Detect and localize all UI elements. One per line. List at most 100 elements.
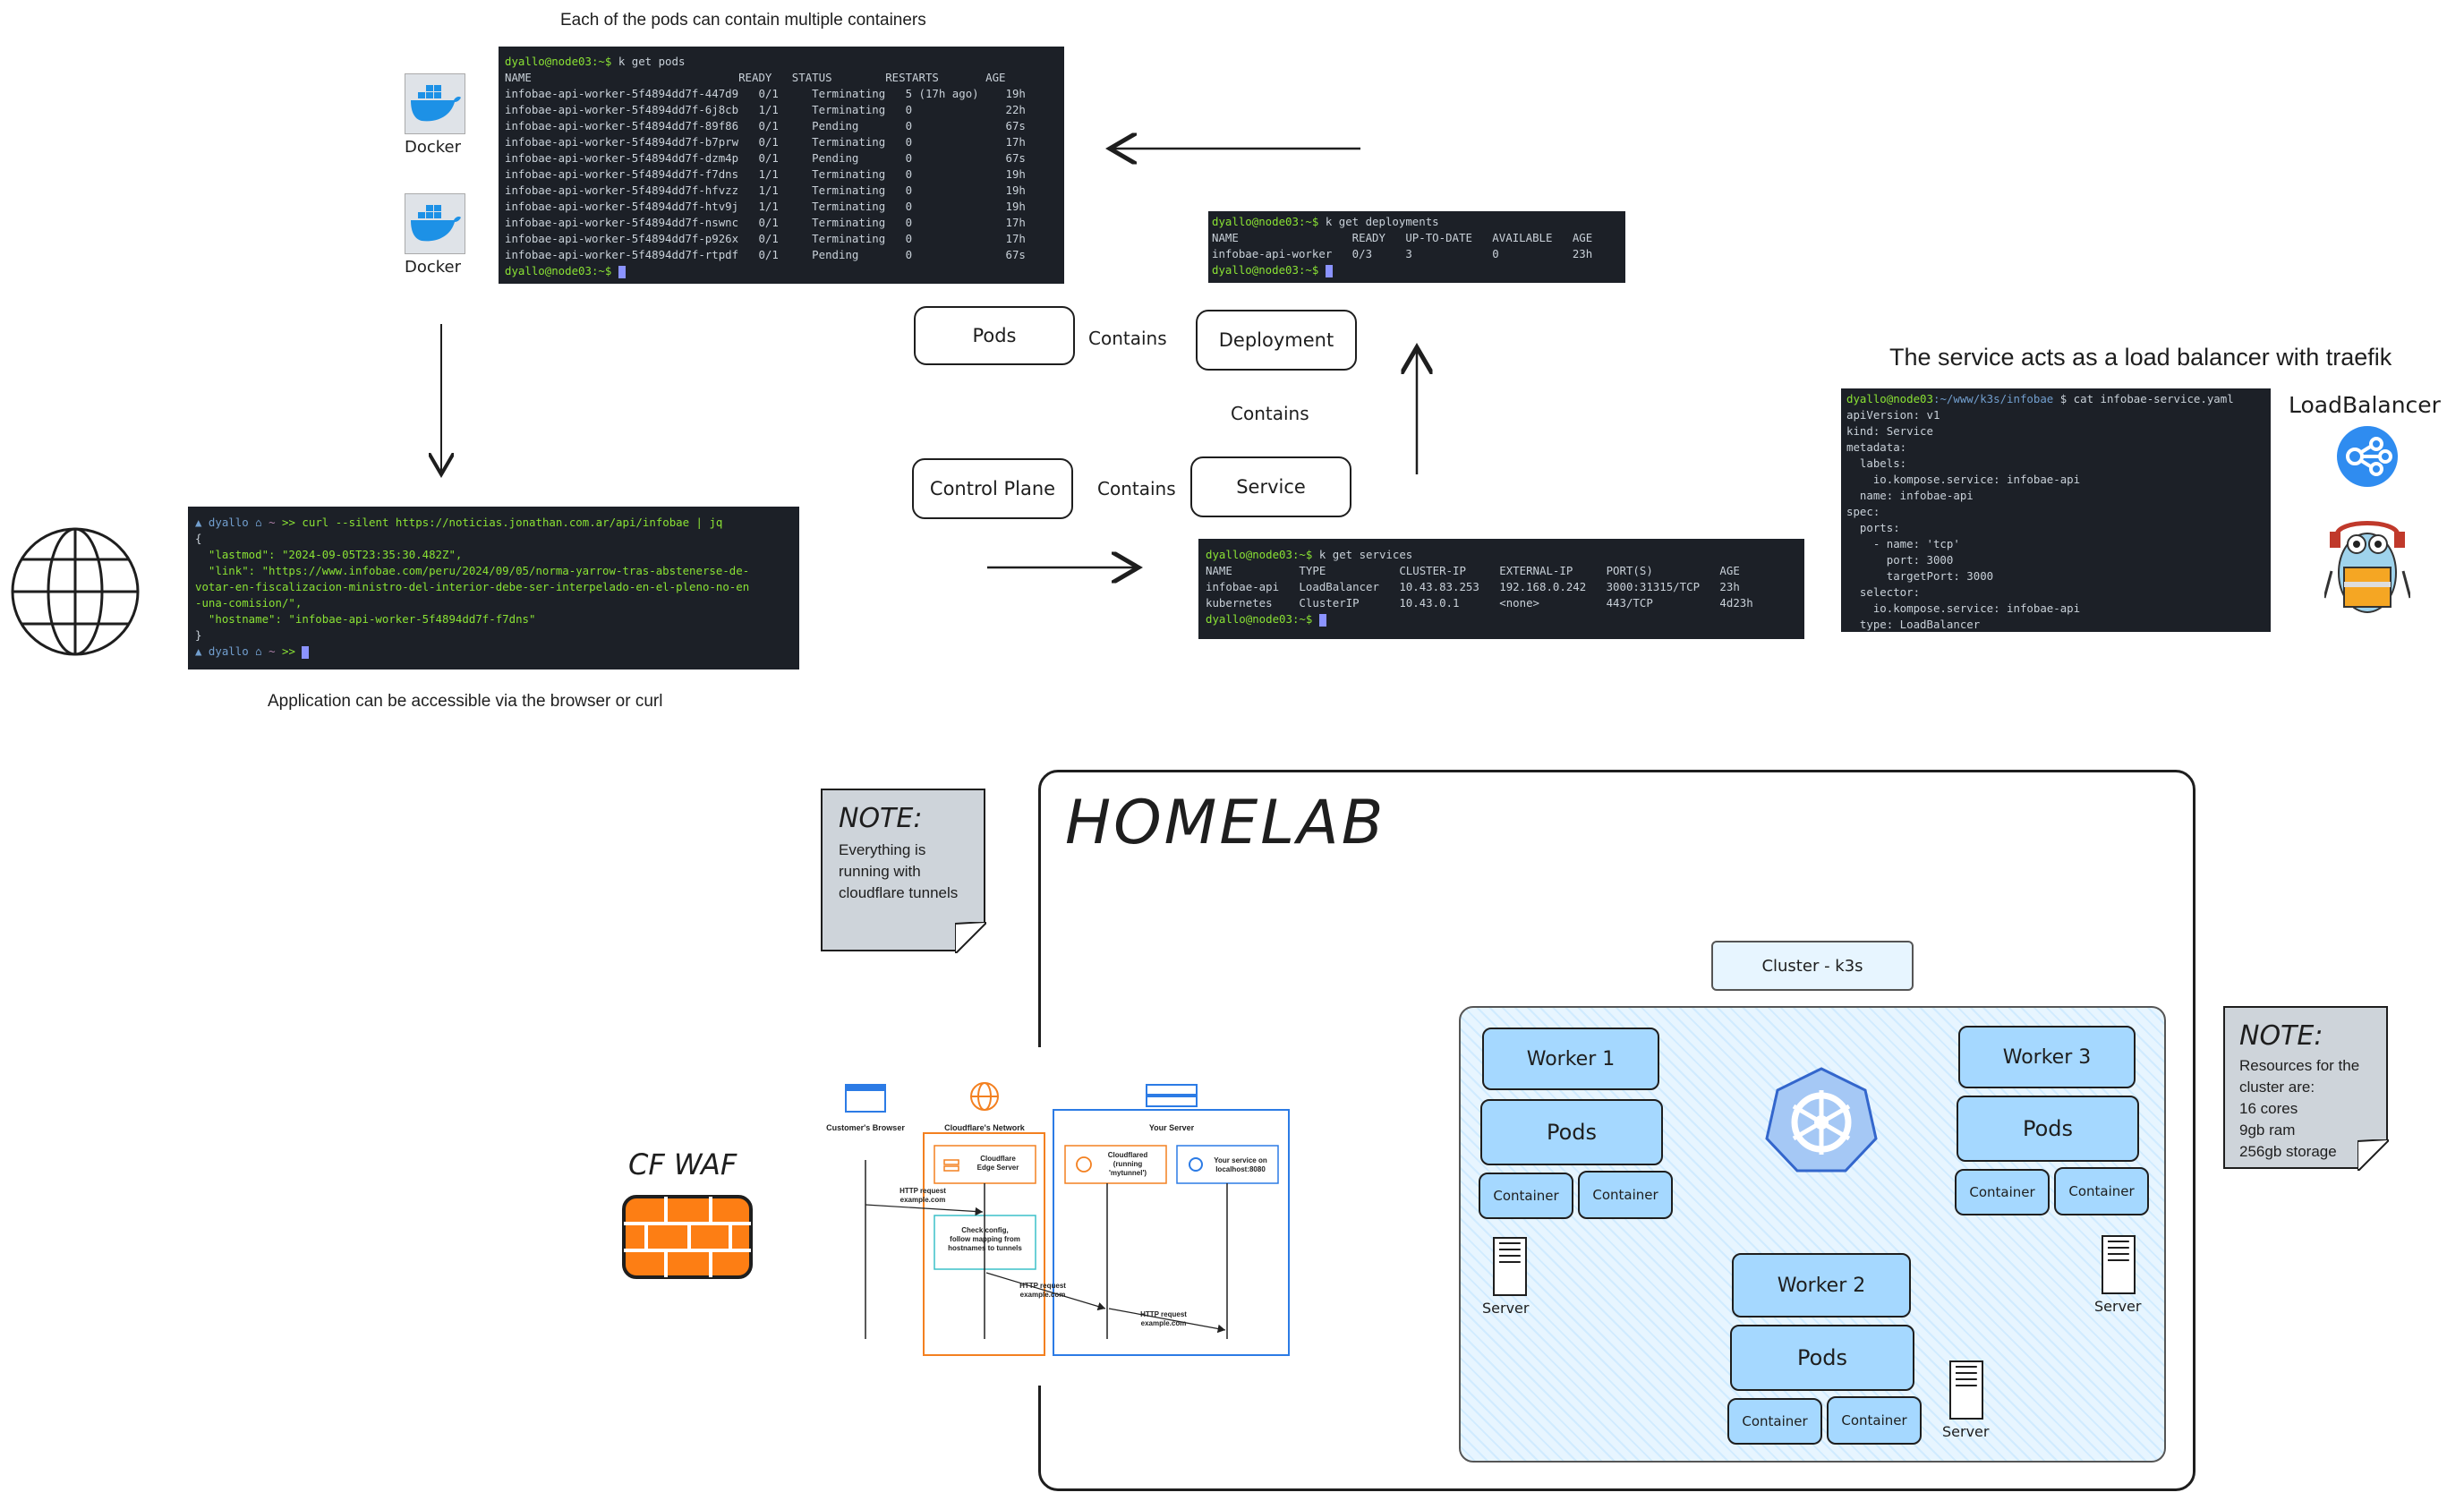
json-line: "lastmod": "2024-09-05T23:35:30.482Z", [195,548,463,561]
contains-label: Contains [1231,403,1309,424]
pods-caption: Each of the pods can contain multiple co… [560,11,926,30]
terminal-user: dyallo [208,644,249,658]
container-label: Container [1841,1412,1907,1429]
terminal-row: infobae-api-worker-5f4894dd7f-89f86 0/1 … [505,119,1026,132]
yaml-line: apiVersion: v1 [1846,408,1940,422]
yaml-line: io.kompose.service: infobae-api [1846,473,2081,486]
yaml-line: port: 3000 [1846,553,1954,567]
worker-2-box: Worker 2 [1732,1253,1911,1318]
terminal-command: k get pods [611,55,686,68]
terminal-arch-icon: ▲ [195,644,209,658]
container-box: Container [1578,1171,1673,1219]
control-plane-label: Control Plane [929,478,1056,499]
home-icon: ⌂ [255,644,262,658]
container-box: Container [1727,1398,1822,1445]
pods-box: Pods [1480,1099,1663,1165]
your-server-label: Your Server [1148,1123,1195,1132]
docker-logo-1 [405,73,465,134]
pods-label: Pods [1546,1120,1598,1145]
container-box: Container [1827,1396,1922,1445]
deployment-label: Deployment [1218,329,1334,351]
control-plane-box: Control Plane [912,458,1073,519]
yaml-line: labels: [1846,456,1907,470]
contains-label: Contains [1088,328,1167,349]
container-label: Container [1969,1184,2035,1200]
json-line: } [195,628,202,642]
container-label: Container [2068,1183,2135,1199]
terminal-row: kubernetes ClusterIP 10.43.0.1 <none> 44… [1206,596,1753,610]
terminal-cursor [1318,613,1326,627]
server-label: Server [1942,1423,1990,1440]
worker-1-box: Worker 1 [1482,1028,1659,1090]
terminal-row: infobae-api-worker-5f4894dd7f-htv9j 1/1 … [505,200,1026,213]
worker-3-box: Worker 3 [1958,1026,2136,1088]
container-label: Container [1592,1187,1658,1203]
yaml-line: kind: Service [1846,424,1933,438]
terminal-header: NAME READY STATUS RESTARTS AGE [505,71,1006,84]
json-line: { [195,532,202,545]
terminal-command: curl --silent https://noticias.jonathan.… [302,516,723,529]
your-service-label: Your service on localhost:8080 [1214,1156,1267,1173]
pods-box: Pods [914,306,1075,365]
container-box: Container [1955,1169,2050,1215]
cluster-label: Cluster - k3s [1761,956,1863,976]
server-icon [1949,1360,1983,1420]
json-line: "link": "https://www.infobae.com/peru/20… [195,564,750,577]
terminal-arrows: >> [282,644,295,658]
service-label: Service [1236,476,1306,498]
cf-waf-label: CF WAF [628,1147,737,1181]
docker-logo-2 [405,193,465,254]
cluster-label-box: Cluster - k3s [1711,941,1914,991]
yaml-line: io.kompose.service: infobae-api [1846,601,2081,615]
terminal-path: :~/www/k3s/infobae [1932,392,2054,405]
http-request-label: HTTP request example.com [1019,1282,1066,1299]
terminal-service-yaml: dyallo@node03:~/www/k3s/infobae $ cat in… [1841,388,2271,632]
cloudflared-label: Cloudflared (running 'mytunnel') [1107,1151,1148,1177]
docker-label-1: Docker [405,138,462,157]
docker-label-2: Docker [405,258,462,277]
terminal-row: infobae-api-worker-5f4894dd7f-p926x 0/1 … [505,232,1026,245]
terminal-row: infobae-api-worker-5f4894dd7f-hfvzz 1/1 … [505,183,1026,197]
terminal-get-pods: dyallo@node03:~$ k get pods NAME READY S… [499,47,1064,284]
terminal-prompt: dyallo@node03:~$ [1212,263,1319,277]
home-icon: ⌂ [255,516,262,529]
terminal-header: NAME TYPE CLUSTER-IP EXTERNAL-IP PORT(S)… [1206,564,1740,577]
terminal-row: infobae-api-worker-5f4894dd7f-6j8cb 1/1 … [505,103,1026,116]
globe-icon [7,524,143,660]
homelab-frame-gap [1034,1047,1044,1386]
yaml-line: targetPort: 3000 [1846,569,1994,583]
loadbalancer-icon [2335,424,2400,489]
note-fold-icon [2357,1139,2389,1171]
terminal-cursor [302,645,310,659]
http-request-label: HTTP request example.com [1140,1310,1187,1327]
note-title: NOTE: [2239,1020,2323,1052]
container-box: Container [2054,1167,2149,1215]
terminal-prompt: dyallo@node03:~$ [1206,548,1313,561]
terminal-arrows: >> [282,516,295,529]
terminal-home: ~ [269,516,276,529]
loadbalancer-label: LoadBalancer [2289,392,2441,418]
terminal-prompt: dyallo@node03 [1846,392,1933,405]
kubernetes-icon [1765,1065,1878,1174]
terminal-cursor [618,265,626,278]
terminal-command: k get services [1312,548,1413,561]
deployment-box: Deployment [1196,310,1357,371]
tunnel-diagram-lines [845,1082,1290,1356]
yaml-line: - name: 'tcp' [1846,537,1960,550]
yaml-line: name: infobae-api [1846,489,1974,502]
note-fold-icon [955,922,986,953]
terminal-prompt: dyallo@node03:~$ [1206,612,1313,626]
json-line: votar-en-fiscalizacion-ministro-del-inte… [195,580,750,593]
terminal-prompt: dyallo@node03:~$ [505,55,612,68]
edge-server-label: Cloudflare Edge Server [976,1155,1019,1172]
service-box: Service [1190,456,1351,517]
traefik-gopher-icon [2323,517,2412,619]
pods-label: Pods [972,325,1017,346]
worker-label: Worker 2 [1777,1274,1866,1297]
check-config-label: Check config, follow mapping from hostna… [948,1226,1022,1252]
json-line: -una-comision/", [195,596,303,610]
json-line: "hostname": "infobae-api-worker-5f4894dd… [195,612,536,626]
terminal-row: infobae-api-worker 0/3 3 0 23h [1212,247,1593,260]
terminal-row: infobae-api-worker-5f4894dd7f-nswnc 0/1 … [505,216,1026,229]
